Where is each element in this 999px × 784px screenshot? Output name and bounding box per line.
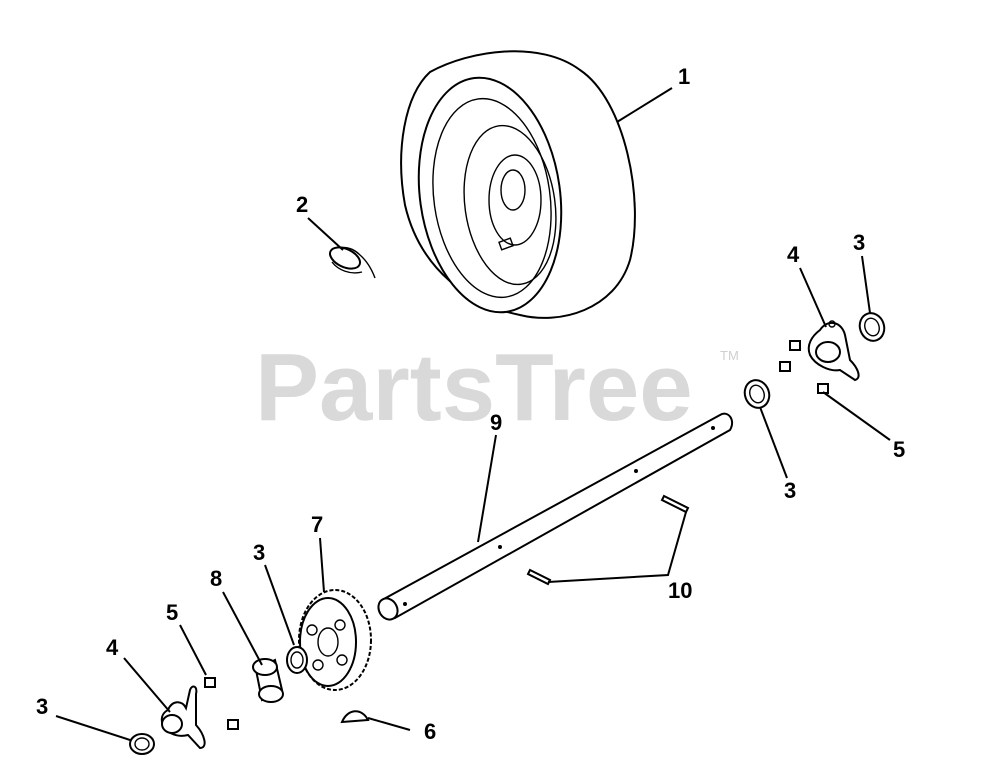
watermark-text: PartsTree (255, 334, 693, 441)
callout-4-left: 4 (106, 635, 119, 660)
callout-9: 9 (490, 410, 502, 435)
washer-left-outer (129, 733, 155, 755)
callout-5-right: 5 (893, 437, 905, 462)
bearing-flange-left (160, 685, 206, 750)
callout-10: 10 (668, 578, 692, 603)
callout-3-left-outer: 3 (36, 694, 48, 719)
callout-3-right-inner: 3 (784, 478, 796, 503)
callout-6: 6 (424, 719, 436, 744)
wheel-tire (400, 50, 636, 319)
bolt-right-3 (817, 383, 829, 394)
spacer-bushing (252, 658, 284, 703)
gear (298, 589, 372, 691)
callout-4-right: 4 (787, 242, 800, 267)
watermark-tm: TM (720, 348, 739, 363)
washer-left-inner (286, 646, 308, 674)
washer-right-outer (858, 312, 886, 342)
hairpin-clip (329, 246, 376, 279)
washer-right-inner (743, 379, 771, 409)
bolt-left-1 (204, 677, 216, 688)
bolt-left-2 (227, 719, 239, 730)
callout-1: 1 (678, 64, 690, 89)
callout-5-left: 5 (166, 600, 178, 625)
pin-lower (526, 568, 552, 586)
bolt-right-1 (789, 340, 801, 351)
callout-8: 8 (210, 566, 222, 591)
callout-2: 2 (296, 192, 308, 217)
bolt-right-2 (779, 361, 791, 372)
leader-lines (55, 87, 891, 741)
callout-3-right-outer: 3 (853, 230, 865, 255)
callout-3-left-inner: 3 (253, 540, 265, 565)
woodruff-key (340, 710, 370, 724)
bearing-flange-right (807, 320, 860, 382)
axle-tube (377, 412, 734, 621)
pin-upper (660, 494, 690, 514)
callout-7: 7 (311, 512, 323, 537)
